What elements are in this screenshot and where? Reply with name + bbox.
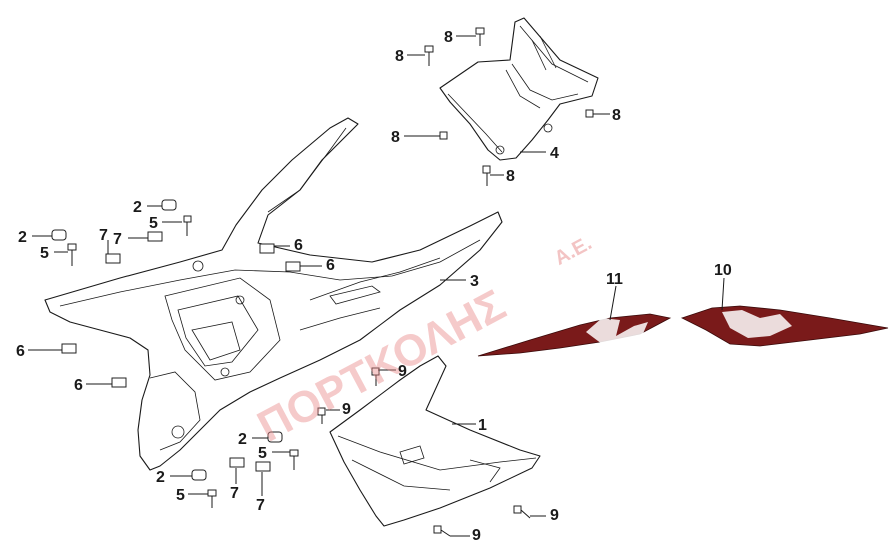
callout-5: 5 (258, 445, 267, 462)
callout-7: 7 (256, 497, 265, 514)
callout-2: 2 (238, 431, 247, 448)
callout-2: 2 (18, 229, 27, 246)
callout-9: 9 (398, 363, 407, 380)
callout-5: 5 (40, 245, 49, 262)
callout-2: 2 (133, 199, 142, 216)
screw-5-icon (289, 449, 299, 470)
callout-6: 6 (326, 257, 335, 274)
clip-6-icon (259, 243, 275, 254)
callout-8: 8 (612, 107, 621, 124)
screw-9-icon (513, 505, 531, 519)
watermark-suffix: Α.Ε. (551, 232, 596, 270)
leader-lines (28, 35, 725, 537)
floor-side-panel (44, 117, 503, 471)
callout-4: 4 (550, 145, 559, 162)
callout-6: 6 (16, 343, 25, 360)
screw-5-icon (67, 243, 77, 266)
callout-7: 7 (230, 485, 239, 502)
callout-7: 7 (99, 227, 108, 244)
callout-8: 8 (444, 29, 453, 46)
callout-6: 6 (294, 237, 303, 254)
decal-10-highlight (722, 310, 792, 338)
callout-6: 6 (74, 377, 83, 394)
clip-7-icon (229, 457, 245, 468)
callout-7: 7 (113, 231, 122, 248)
screw-8-icon (412, 131, 448, 140)
decal-11-highlight (586, 318, 648, 344)
screw-9-icon (433, 525, 451, 537)
callout-2: 2 (156, 469, 165, 486)
decal-10 (680, 305, 889, 347)
clip-7-icon (105, 253, 121, 264)
decal-11-shape (477, 313, 672, 357)
screw-9-icon (371, 367, 380, 386)
nut-2-icon (161, 199, 177, 211)
callout-10: 10 (714, 262, 732, 279)
rear-grab-handle (439, 17, 599, 161)
callout-11: 11 (606, 271, 623, 288)
clip-6-icon (61, 343, 77, 354)
nut-2-icon (51, 229, 67, 241)
callout-3: 3 (470, 273, 479, 290)
nut-2-icon (191, 469, 207, 481)
screw-8-icon (424, 45, 434, 66)
callout-9: 9 (342, 401, 351, 418)
callout-9: 9 (550, 507, 559, 524)
hardware (51, 27, 604, 537)
screw-8-icon (585, 109, 604, 118)
screw-5-icon (183, 215, 192, 236)
decal-11 (477, 313, 672, 357)
callout-5: 5 (176, 487, 185, 504)
clip-7-icon (255, 461, 271, 472)
callout-5: 5 (149, 215, 158, 232)
nut-2-icon (267, 431, 283, 443)
callout-9: 9 (472, 527, 481, 543)
callout-labels: 8 8 8 8 8 4 3 1 2 5 2 5 7 7 6 6 6 6 2 5 … (16, 29, 732, 544)
under-floor-tray (329, 355, 541, 527)
clip-7-icon (147, 231, 163, 242)
callout-8: 8 (395, 48, 404, 65)
clip-6-icon (111, 377, 127, 388)
screw-8-icon (482, 165, 491, 186)
screw-9-icon (317, 407, 326, 424)
screw-5-icon (207, 489, 217, 508)
screw-8-icon (475, 27, 485, 46)
callout-8: 8 (391, 129, 400, 146)
clip-6-icon (285, 261, 301, 272)
callout-1: 1 (478, 417, 487, 434)
callout-8: 8 (506, 168, 515, 185)
